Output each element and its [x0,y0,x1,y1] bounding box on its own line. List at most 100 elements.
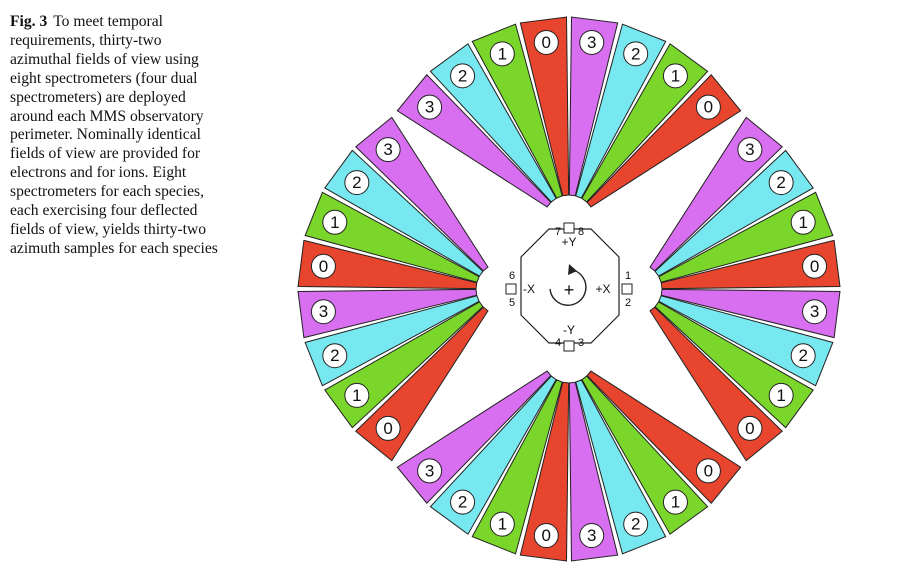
fov-badge [695,94,721,120]
axis-label-minus-y: -Y [563,323,575,337]
figure-label: Fig. 3 [10,13,48,30]
fov-badge-label: 2 [352,173,361,192]
caption-line: eight spectrometers (four dual [10,69,198,87]
caption-line: fields of view are provided for [10,145,201,163]
fov-badge [533,523,559,549]
port-label-8: 8 [578,226,584,238]
caption-line: azimuth samples for each species [10,239,218,257]
port-label-5: 5 [509,297,515,309]
fov-badge [489,511,515,537]
fov-badge-label: 2 [458,493,467,512]
fov-wedge [519,381,570,562]
fov-badge [790,209,816,235]
port-label-6: 6 [509,270,515,282]
fov-badge-label: 1 [498,44,507,63]
fov-badge [417,94,443,120]
fov-badge-label: 2 [798,346,807,365]
fov-badge-label: 1 [498,515,507,534]
fov-badge [579,523,605,549]
port-label-1: 1 [625,270,631,282]
fov-badge [737,415,763,441]
fov-badge-label: 0 [745,419,754,438]
fov-wedge [297,239,478,290]
port-label-7: 7 [555,226,561,238]
fov-badge-label: 3 [425,98,434,117]
fov-wedge [304,295,480,387]
fov-badge-label: 2 [330,346,339,365]
port-label-3: 3 [578,337,584,349]
fov-badge [662,63,688,89]
fov-badge [662,489,688,515]
caption-line: around each MMS observatory [10,107,204,125]
caption-line: requirements, thirty-two [10,31,162,49]
fov-wedge [575,23,667,199]
caption-line: fields of view, yields thirty-two [10,220,207,238]
fov-badge [623,41,649,67]
fov-wedge [471,23,563,199]
port-box-left [505,283,517,295]
fov-badge [802,253,828,279]
fov-badge-label: 3 [745,140,754,159]
fov-badge-label: 1 [798,213,807,232]
fov-badge [790,343,816,369]
caption-line: each exercising four deflected [10,202,198,220]
fov-badge-label: 2 [631,515,640,534]
fov-badge [322,209,348,235]
fov-badge [695,458,721,484]
fov-wedge [658,295,834,387]
fov-badge-label: 2 [458,66,467,85]
port-label-2: 2 [625,297,631,309]
caption-line: perimeter. Nominally identical [10,126,201,144]
fov-badge-label: 0 [542,526,551,545]
fov-badge [450,63,476,89]
fov-wedge [519,16,570,197]
fov-badge-label: 2 [631,44,640,63]
fov-badge [737,137,763,163]
fov-badge-label: 0 [542,33,551,52]
port-box-top [563,222,575,234]
fov-badge [310,299,336,325]
spacecraft-body: +Y -Y +X -X 7 8 1 2 3 4 5 6 + [505,222,633,352]
octagon-body [520,228,620,344]
fov-badge [450,489,476,515]
fov-wedge [660,239,841,290]
spin-center-symbol: + [564,280,575,300]
fov-badge-label: 0 [319,257,328,276]
caption-line: electrons and for ions. Eight [10,164,187,182]
fov-badge [768,170,794,196]
fov-badge [533,29,559,55]
fov-badge-label: 3 [425,461,434,480]
fov-badge-label: 3 [587,33,596,52]
fov-badge [322,343,348,369]
caption-line: spectrometers for each species, [10,183,204,201]
fov-badge-label: 0 [383,419,392,438]
fov-wedge [471,379,563,555]
spin-arrow-icon [549,269,587,306]
fov-badge-label: 2 [776,173,785,192]
axis-label-plus-y: +Y [561,235,576,249]
fov-badge [344,382,370,408]
caption-line: spectrometers) are deployed [10,88,186,106]
fov-badge-label: 3 [810,302,819,321]
fov-badge-label: 3 [383,140,392,159]
fov-wedge [304,191,480,283]
fov-badge-label: 0 [810,257,819,276]
caption-line: azimuthal fields of view using [10,50,199,68]
port-box-right [621,283,633,295]
fov-wedge [658,191,834,283]
fov-badge [768,382,794,408]
port-box-bottom [563,340,575,352]
fov-wedge [575,379,667,555]
fov-badge [623,511,649,537]
fov-badge-label: 1 [330,213,339,232]
fov-wedge [297,288,478,339]
fov-badge-label: 3 [319,302,328,321]
fov-badge [344,170,370,196]
fov-badge [802,299,828,325]
spin-arrow-head-icon [568,264,577,275]
fov-badge [489,41,515,67]
